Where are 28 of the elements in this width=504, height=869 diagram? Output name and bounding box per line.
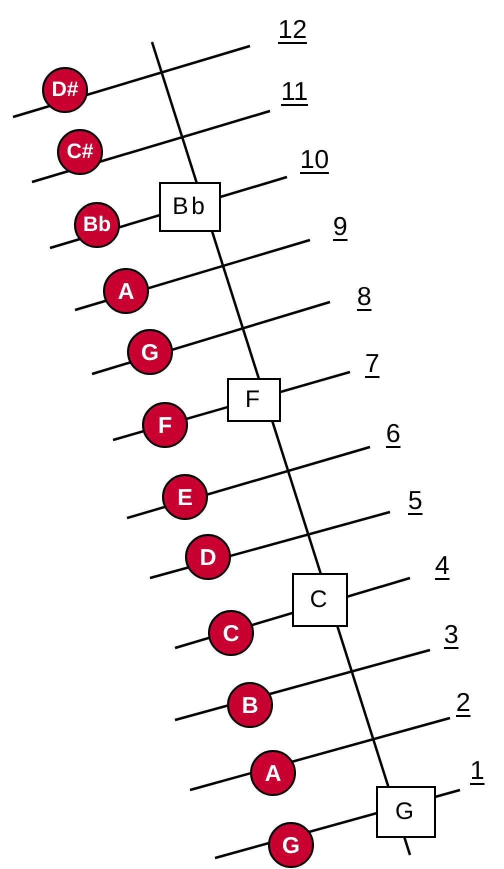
fret-number: 5 bbox=[408, 487, 422, 513]
fret-number: 12 bbox=[278, 16, 307, 42]
note-circle: A bbox=[250, 750, 296, 796]
fret-number: 8 bbox=[357, 283, 372, 309]
note-circle: A bbox=[103, 268, 149, 314]
note-box: C bbox=[292, 573, 348, 627]
fret-number: 3 bbox=[444, 621, 458, 647]
fret-number: 7 bbox=[365, 350, 380, 376]
note-circle: D bbox=[185, 534, 231, 580]
note-box: G bbox=[376, 786, 436, 838]
note-circle: B bbox=[227, 682, 273, 728]
note-circle: C# bbox=[57, 129, 103, 175]
note-circle: E bbox=[162, 474, 208, 520]
note-circle: F bbox=[142, 402, 188, 448]
fret-number: 11 bbox=[281, 78, 308, 104]
note-circle: D# bbox=[42, 67, 88, 113]
note-circle: C bbox=[208, 610, 254, 656]
note-circle: G bbox=[127, 329, 173, 375]
note-circle: G bbox=[268, 822, 314, 868]
note-circle: Bb bbox=[74, 202, 120, 248]
fret-number: 6 bbox=[386, 420, 400, 446]
fret-number: 2 bbox=[456, 689, 470, 715]
fret-number: 10 bbox=[300, 146, 329, 172]
note-box: F bbox=[227, 378, 281, 422]
fret-number: 1 bbox=[470, 757, 484, 783]
note-box: Bb bbox=[159, 182, 221, 232]
fret-number: 4 bbox=[435, 552, 450, 578]
fret-number: 9 bbox=[333, 213, 348, 239]
